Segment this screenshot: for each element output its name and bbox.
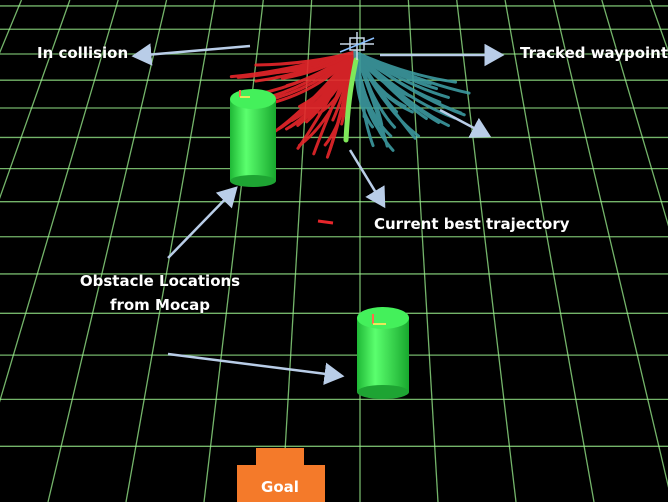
arrow-best-trajectory (348, 149, 386, 209)
obstacle-cylinder-1 (230, 89, 276, 187)
annotation-arrows (131, 43, 505, 385)
label-obstacle-line2: from Mocap (109, 296, 211, 314)
arrow-free-trajectories (439, 108, 492, 138)
free-trajectories (353, 50, 471, 152)
label-in-collision: In collision (37, 44, 129, 62)
goal-marker (237, 448, 325, 502)
label-obstacle-line1: Obstacle Locations (79, 272, 241, 290)
arrow-obstacle-2 (167, 352, 345, 385)
best-trajectory (343, 57, 359, 143)
waypoint-marker (317, 219, 334, 225)
arrow-in-collision (131, 43, 251, 66)
label-obstacle-locations: Obstacle Locations from Mocap (60, 269, 260, 317)
obstacle-cylinder-2 (357, 307, 409, 399)
quadrotor-marker (339, 32, 375, 60)
label-tracked-waypoint: Tracked waypoint (520, 44, 668, 62)
goal-label: Goal (261, 478, 299, 496)
label-current-best-trajectory: Current best trajectory (374, 215, 570, 233)
arrow-obstacle-1 (167, 186, 238, 259)
